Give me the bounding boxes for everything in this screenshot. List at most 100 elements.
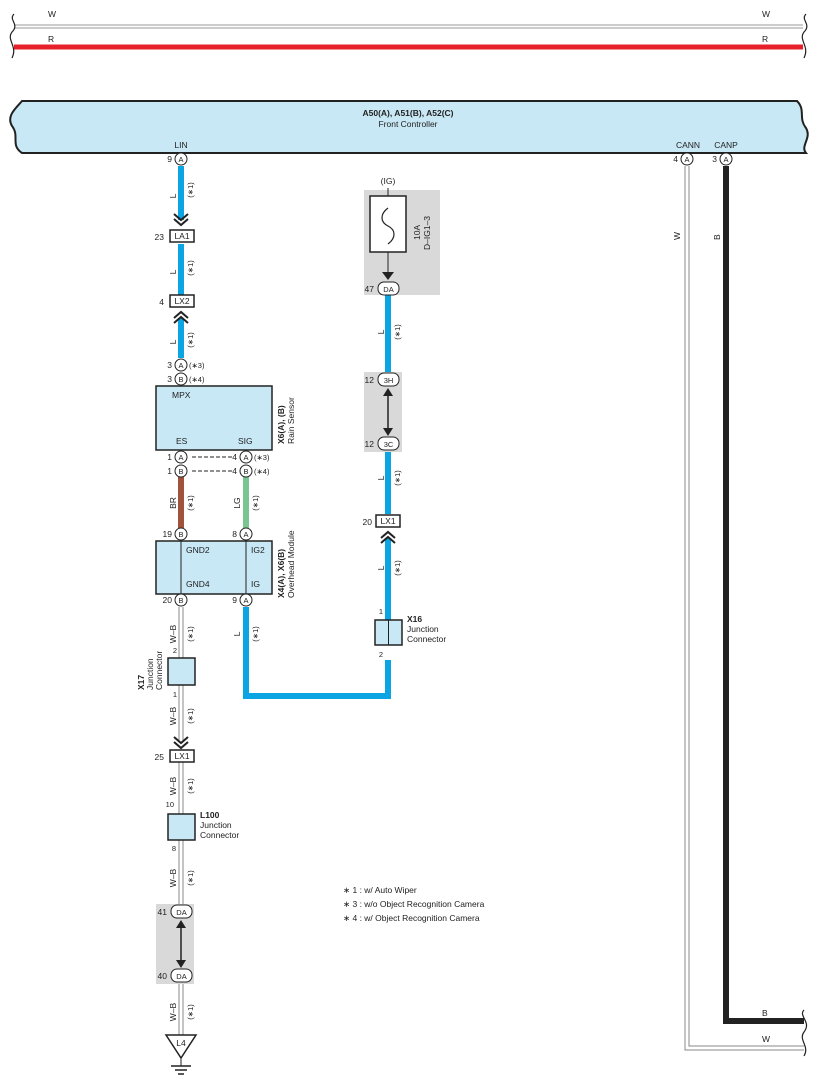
pins: A 9 A 4 A 3 — [167, 152, 733, 166]
wb-ref-4: (∗1) — [186, 870, 195, 886]
la1-pin: 23 — [155, 232, 165, 242]
wires: B W W B — [178, 166, 808, 1057]
h3-pin: 12 — [365, 375, 375, 385]
note-3: ∗ 3 : w/o Object Recognition Camera — [343, 899, 485, 909]
lin-ref-3: (∗1) — [186, 332, 195, 348]
junction-x16: 1 2 X16 Junction Connector — [374, 607, 446, 659]
w-label-right: W — [762, 9, 770, 19]
rs-bot-b-num: 1 — [167, 466, 172, 476]
wb-ref-1: (∗1) — [186, 626, 195, 642]
rs-bot-a-letter: A — [178, 453, 183, 462]
connector-lx1-a: LX1 20 — [363, 514, 401, 544]
x17-p2: 2 — [173, 646, 177, 655]
x17-name1: Junction — [145, 658, 155, 690]
om-20-num: 20 — [163, 595, 173, 605]
lx2-name: LX2 — [174, 296, 189, 306]
fuse-box — [369, 195, 407, 253]
notes: ∗ 1 : w/ Auto Wiper ∗ 3 : w/o Object Rec… — [343, 885, 485, 923]
pin-canp — [719, 152, 733, 166]
om-19-letter: B — [178, 530, 183, 539]
om-20-letter: B — [178, 596, 183, 605]
wb-color-2: W–B — [168, 706, 178, 725]
junction-da: DA 41 DA 40 — [158, 904, 193, 983]
lin-wire-color-3: L — [168, 339, 178, 344]
da40-pin: 40 — [158, 971, 168, 981]
c3-name: 3C — [384, 440, 394, 449]
wire-canp — [723, 166, 804, 1024]
l100-name1: Junction — [200, 820, 232, 830]
lx1b-pin: 25 — [155, 752, 165, 762]
br-label: BR — [168, 497, 178, 509]
note-4: ∗ 4 : w/ Object Recognition Camera — [343, 913, 480, 923]
ig-wire-color: L — [232, 631, 242, 636]
da47-name: DA — [383, 285, 393, 294]
rain-sensor: MPX ES SIG X6(A), (B) Rain Sensor — [155, 385, 296, 451]
wb-ref-2: (∗1) — [186, 708, 195, 724]
rs-name: Rain Sensor — [286, 397, 296, 444]
wire-wb — [178, 607, 184, 1035]
x17-code: X17 — [136, 675, 146, 690]
l100-p8: 8 — [172, 844, 176, 853]
front-controller-box — [9, 100, 809, 154]
wire-cann-b — [688, 166, 804, 1047]
l100-name2: Connector — [200, 830, 239, 840]
rs-top-a-letter: A — [178, 361, 183, 370]
l100-code: L100 — [200, 810, 220, 820]
h3-name: 3H — [384, 376, 394, 385]
pin-canp-num: 3 — [712, 154, 717, 164]
fuse-wire-ref: (∗1) — [393, 324, 402, 340]
l4-name: L4 — [176, 1038, 186, 1048]
lx1a-name: LX1 — [380, 516, 395, 526]
da47-connector — [377, 281, 400, 296]
rs-r-b-letter: B — [243, 467, 248, 476]
canp-label: CANP — [714, 140, 738, 150]
om-gnd2: GND2 — [186, 545, 210, 555]
connector-lx1-b: LX1 25 — [155, 736, 195, 763]
rs-bot-b-letter: B — [178, 467, 183, 476]
pin-cann-letter: A — [684, 155, 689, 164]
lin-ref-1: (∗1) — [186, 182, 195, 198]
overhead-module: B 19 A 8 GND2 GND4 IG2 IG X4(A), X6(B) O… — [155, 527, 296, 607]
x17-box — [167, 657, 196, 686]
jc-wire-ref: (∗1) — [393, 470, 402, 486]
lx1b-name: LX1 — [174, 751, 189, 761]
fuse-amp: 10A — [412, 225, 422, 240]
front-controller-code: A50(A), A51(B), A52(C) — [363, 108, 454, 118]
connector-lx2: LX2 4 — [159, 294, 195, 324]
om-code: X4(A), X6(B) — [276, 549, 286, 598]
da41-pin: 41 — [158, 907, 168, 917]
canp-wire-b-label: B — [762, 1008, 768, 1018]
rs-r-a-num: 4 — [232, 452, 237, 462]
break-left — [9, 13, 16, 59]
rs-es: ES — [176, 436, 188, 446]
om-19-num: 19 — [163, 529, 173, 539]
rs-top-b-letter: B — [178, 375, 183, 384]
note-1: ∗ 1 : w/ Auto Wiper — [343, 885, 417, 895]
x16-name2: Connector — [407, 634, 446, 644]
top-wire-group: W W R R — [9, 9, 808, 59]
rain-sensor-top-pins: A 3 (∗3) B 3 (∗4) — [167, 358, 205, 386]
cann-wire-color: W — [672, 232, 682, 240]
lx2-pin: 4 — [159, 297, 164, 307]
junction-l100: 10 8 L100 Junction Connector — [166, 800, 240, 853]
fuse: (IG) 10A D–IG1–3 DA 47 — [365, 176, 432, 296]
w-label-left: W — [48, 9, 56, 19]
canp-wire-color: B — [712, 234, 722, 240]
wb-color-3: W–B — [168, 776, 178, 795]
cann-wire-w-label: W — [762, 1034, 770, 1044]
jc-wire-color: L — [376, 475, 386, 480]
rain-sensor-bottom-pins: A 1 B 1 A 4 (∗3) B 4 (∗4) — [167, 450, 270, 478]
connector-la1: LA1 23 — [155, 213, 195, 243]
overhead-module-box — [155, 540, 273, 595]
om-name: Overhead Module — [286, 530, 296, 598]
wb-ref-5: (∗1) — [186, 1004, 195, 1020]
break-right — [801, 13, 808, 59]
wire-cann-a — [684, 166, 804, 1051]
wire-ig-loop — [243, 607, 391, 699]
l100-box — [167, 813, 196, 841]
om-ig: IG — [251, 579, 260, 589]
la1-name: LA1 — [174, 231, 189, 241]
om-ig2: IG2 — [251, 545, 265, 555]
rs-mpx: MPX — [172, 390, 191, 400]
wb-color-5: W–B — [168, 1002, 178, 1021]
